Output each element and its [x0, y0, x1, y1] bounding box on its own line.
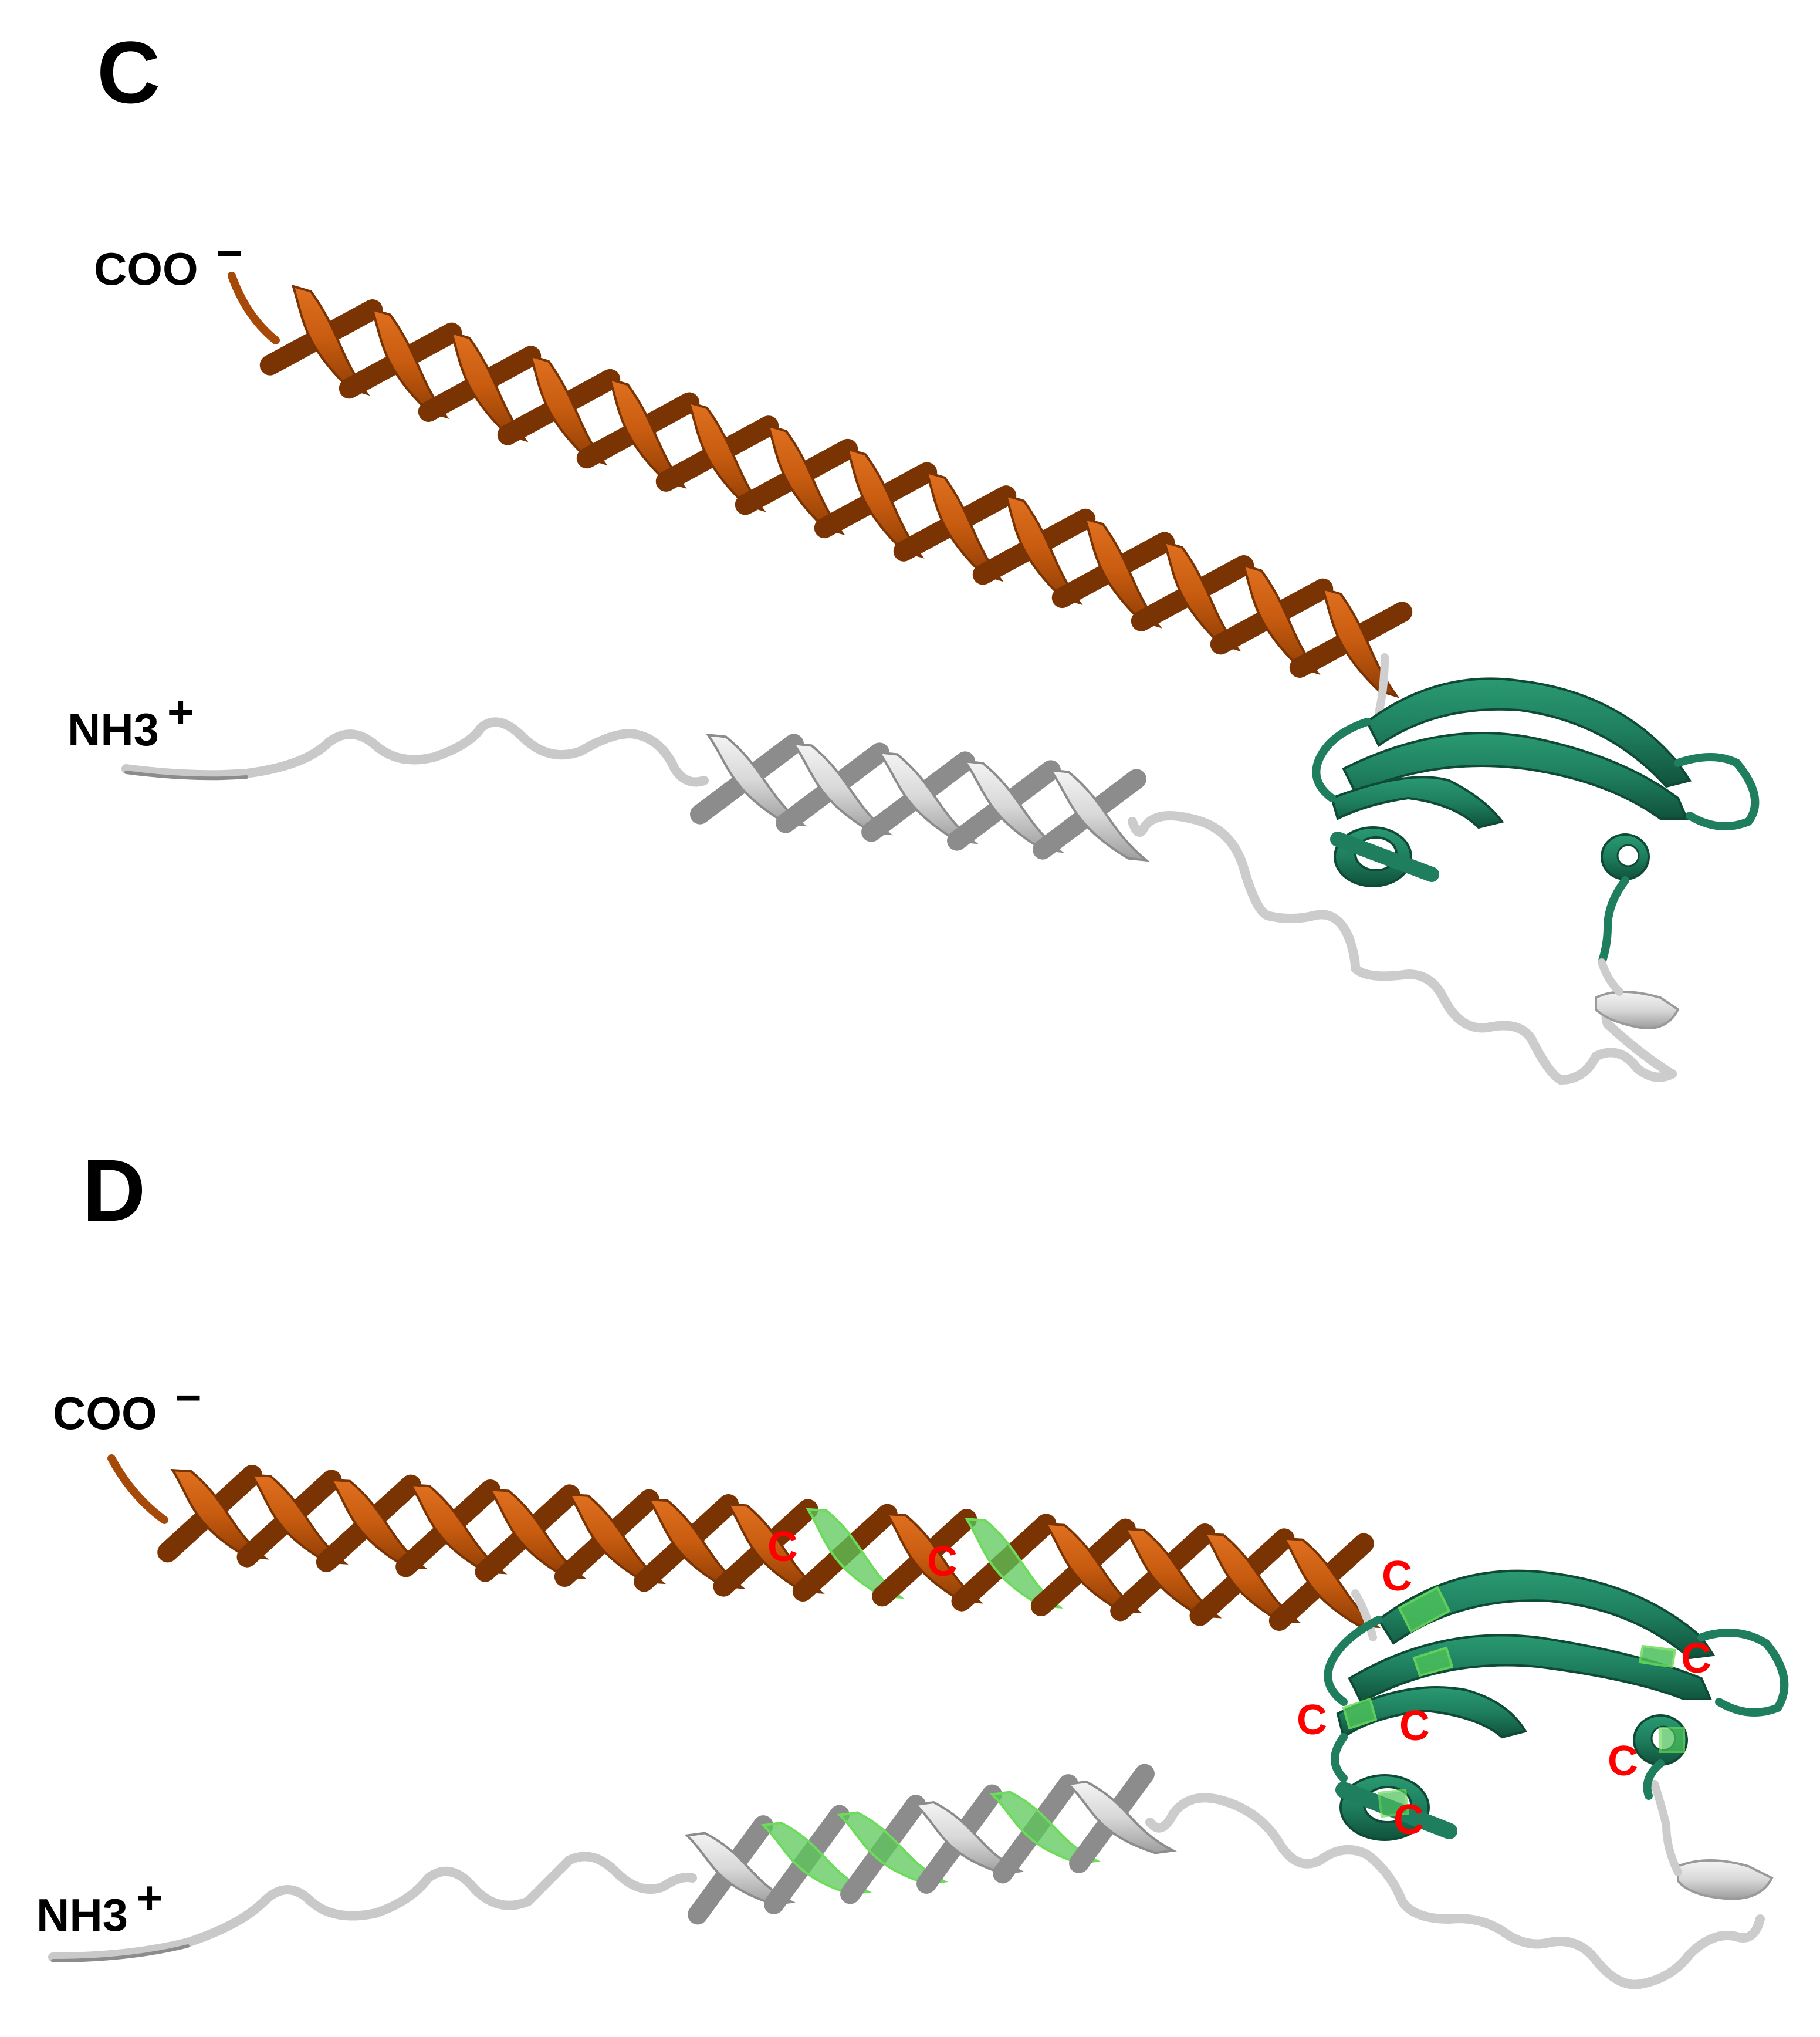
- panel-label-d: D: [82, 1141, 146, 1239]
- helix-front-ribbon: [647, 1498, 746, 1589]
- cysteine-highlight-helix: [964, 1518, 1063, 1609]
- c-terminal-helix-d: [157, 1464, 1381, 1631]
- helix-front-ribbon: [1044, 1522, 1143, 1614]
- helix-front-ribbon: [1321, 587, 1400, 698]
- helix-front-ribbon: [684, 1832, 796, 1906]
- helix-front-ribbon: [529, 354, 608, 466]
- c-terminal-helix-c: [259, 284, 1413, 698]
- cysteine-label: C: [1608, 1738, 1638, 1785]
- cysteine-labels-d: C C C C C C C C: [767, 1523, 1711, 1843]
- helix-front-ribbon: [1162, 540, 1241, 652]
- helix-front-ribbon: [329, 1478, 428, 1570]
- c-terminus-label-d: COO: [53, 1387, 157, 1439]
- helix-front-ribbon: [1083, 517, 1162, 629]
- helix-front-ribbon: [1065, 1780, 1177, 1854]
- helix-front-ribbon: [687, 401, 766, 512]
- n-terminus-charge-d: +: [136, 1872, 163, 1923]
- helix-front-ribbon: [962, 759, 1064, 853]
- panel-d: D COO − NH3 +: [36, 1141, 1789, 1989]
- middle-coil-c: [1128, 811, 1677, 1085]
- helix-front-ribbon: [488, 1488, 587, 1579]
- helix-front-ribbon: [885, 1512, 984, 1604]
- cysteine-label: C: [1681, 1635, 1711, 1682]
- cysteine-highlight-beta-5: [1659, 1727, 1685, 1753]
- cysteine-highlight-beta-1: [1398, 1586, 1451, 1633]
- cysteine-highlight-helix: [806, 1508, 905, 1599]
- n-terminal-helix-c: [690, 733, 1150, 862]
- helix-front-ribbon: [705, 733, 807, 827]
- helix-front-ribbon: [913, 1800, 1024, 1875]
- cysteine-highlight-helix: [760, 1821, 872, 1896]
- n-terminus-label-c: NH3: [67, 704, 159, 755]
- cysteine-highlight-beta-6: [1377, 1788, 1410, 1818]
- helix-front-ribbon: [845, 447, 925, 559]
- c-terminal-tail-c: [228, 272, 280, 344]
- c-terminal-tail-d: [107, 1454, 168, 1524]
- beta-domain-d: [1324, 1569, 1789, 1841]
- helix-front-ribbon: [608, 377, 687, 489]
- helix-front-ribbon: [791, 742, 893, 836]
- helix-front-ribbon: [766, 424, 845, 536]
- cysteine-label: C: [767, 1523, 798, 1570]
- cysteine-label: C: [927, 1538, 958, 1585]
- helix-front-ribbon: [726, 1503, 825, 1594]
- helix-front-ribbon: [1123, 1527, 1222, 1619]
- cysteine-label: C: [1382, 1553, 1412, 1600]
- cysteine-highlight-beta-3: [1412, 1646, 1454, 1677]
- helix-front-ribbon: [1241, 563, 1321, 675]
- n-terminal-coil-c: [121, 717, 709, 787]
- helix-linker-d: [1351, 1589, 1377, 1641]
- helix-front-ribbon: [249, 1474, 349, 1565]
- helix-front-ribbon: [408, 1483, 508, 1575]
- cysteine-highlight-beta-4: [1342, 1697, 1378, 1730]
- n-terminal-helix-d: [684, 1764, 1177, 1925]
- middle-coil-d: [1145, 1793, 1765, 1989]
- c-terminus-charge-c: −: [216, 227, 243, 279]
- cysteine-highlight-helix: [989, 1791, 1101, 1864]
- helix-front-ribbon: [1004, 494, 1083, 606]
- panel-label-c: C: [97, 23, 160, 121]
- cysteine-label: C: [1297, 1697, 1327, 1744]
- helix-front-ribbon: [1048, 768, 1150, 862]
- n-terminus-charge-c: +: [167, 686, 194, 738]
- helix-linker-c: [1375, 653, 1389, 717]
- helix-front-ribbon: [877, 751, 979, 844]
- helix-front-ribbon: [370, 308, 449, 419]
- helix-front-ribbon: [925, 471, 1004, 582]
- beta-domain-c: [1312, 677, 1760, 996]
- cysteine-highlight-beta-2: [1638, 1644, 1677, 1668]
- cysteine-label: C: [1399, 1702, 1430, 1749]
- panel-c: C COO − NH3 +: [67, 23, 1760, 1085]
- helix-front-ribbon: [1202, 1532, 1301, 1623]
- n-terminal-coil-d: [48, 1852, 697, 1962]
- n-terminus-label-d: NH3: [36, 1889, 128, 1941]
- c-terminus-label-c: COO: [94, 243, 198, 295]
- cysteine-highlight-helix: [837, 1811, 948, 1885]
- helix-front-ribbon: [567, 1493, 667, 1585]
- gray-helix-fragment-d: [1677, 1859, 1774, 1900]
- helix-front-ribbon: [291, 284, 370, 396]
- helix-front-ribbon: [1282, 1537, 1381, 1629]
- helix-front-ribbon: [449, 331, 529, 442]
- cysteine-label: C: [1393, 1796, 1424, 1843]
- helix-front-ribbon: [170, 1468, 269, 1560]
- c-terminus-charge-d: −: [175, 1371, 202, 1423]
